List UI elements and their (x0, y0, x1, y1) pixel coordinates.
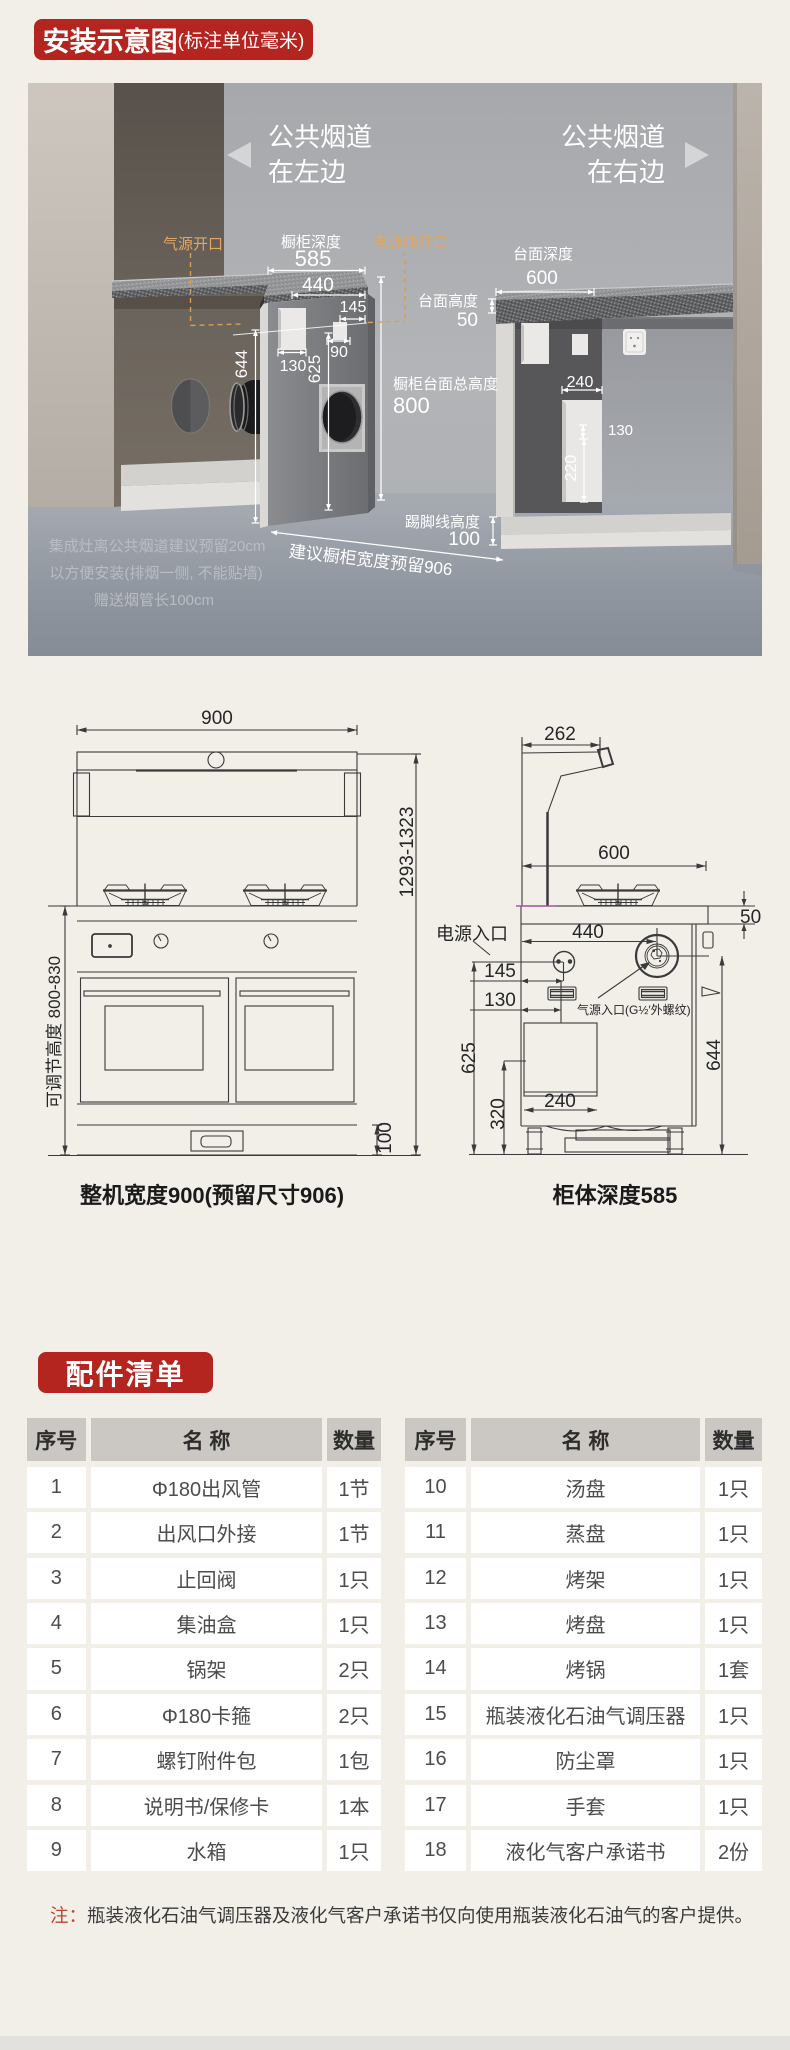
svg-text:900: 900 (201, 708, 233, 729)
svg-text:130: 130 (608, 422, 633, 439)
svg-text:可调节高度 800-830: 可调节高度 800-830 (45, 956, 64, 1108)
svg-text:130: 130 (280, 358, 307, 375)
svg-text:在右边: 在右边 (587, 157, 665, 187)
svg-text:625: 625 (459, 1042, 480, 1074)
svg-text:625: 625 (305, 355, 324, 383)
svg-text:800: 800 (393, 393, 430, 418)
svg-text:240: 240 (567, 374, 594, 391)
svg-text:644: 644 (704, 1039, 725, 1071)
svg-text:气源开口: 气源开口 (163, 236, 223, 253)
svg-text:橱柜台面总高度: 橱柜台面总高度 (393, 376, 498, 393)
svg-text:440: 440 (572, 922, 604, 943)
svg-text:气源入口(G½′外螺纹): 气源入口(G½′外螺纹) (577, 1002, 691, 1017)
svg-text:1293-1323: 1293-1323 (397, 807, 418, 898)
svg-text:644: 644 (232, 350, 251, 378)
svg-text:50: 50 (740, 907, 761, 928)
svg-text:600: 600 (598, 843, 630, 864)
svg-text:320: 320 (488, 1098, 509, 1130)
svg-text:公共烟道: 公共烟道 (561, 122, 665, 152)
svg-text:柜体深度585: 柜体深度585 (553, 1183, 678, 1208)
svg-text:585: 585 (295, 246, 332, 271)
svg-text:100: 100 (375, 1122, 396, 1154)
svg-text:262: 262 (544, 724, 576, 745)
svg-text:90: 90 (330, 344, 348, 361)
svg-text:145: 145 (340, 299, 367, 316)
svg-text:240: 240 (544, 1091, 576, 1112)
svg-text:220: 220 (563, 455, 580, 482)
svg-text:440: 440 (302, 275, 334, 296)
svg-text:以方便安装(排烟一侧, 不能贴墙): 以方便安装(排烟一侧, 不能贴墙) (49, 565, 262, 582)
svg-text:赠送烟管长100cm: 赠送烟管长100cm (94, 592, 214, 609)
svg-text:台面深度: 台面深度 (513, 246, 573, 263)
svg-text:100: 100 (448, 529, 480, 550)
svg-text:50: 50 (457, 310, 478, 331)
svg-text:在左边: 在左边 (268, 157, 346, 187)
svg-text:600: 600 (526, 268, 558, 289)
svg-text:橱柜深度: 橱柜深度 (281, 234, 341, 251)
svg-text:整机宽度900(预留尺寸906): 整机宽度900(预留尺寸906) (80, 1183, 344, 1208)
svg-text:145: 145 (484, 961, 516, 982)
svg-text:电源入口: 电源入口 (436, 924, 508, 944)
svg-text:集成灶离公共烟道建议预留20cm: 集成灶离公共烟道建议预留20cm (49, 538, 266, 555)
svg-text:公共烟道: 公共烟道 (268, 122, 372, 152)
svg-text:130: 130 (484, 990, 516, 1011)
svg-text:电源线开口: 电源线开口 (373, 234, 448, 251)
svg-text:台面高度: 台面高度 (418, 293, 478, 310)
svg-text:踢脚线高度: 踢脚线高度 (405, 514, 480, 531)
